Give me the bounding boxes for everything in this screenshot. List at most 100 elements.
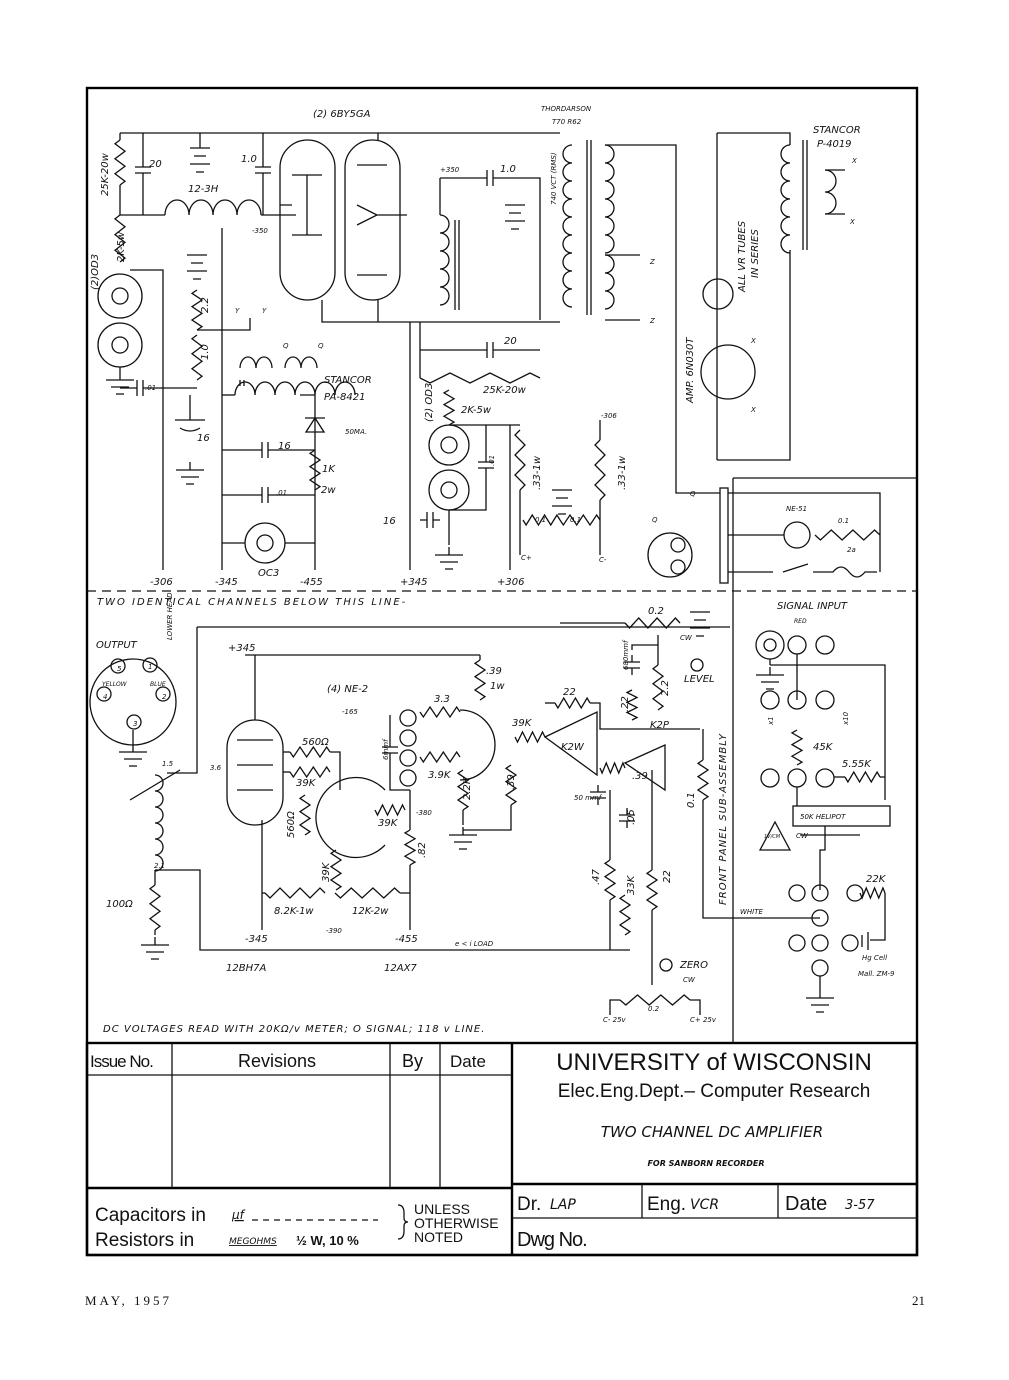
tube-label-12bh7a: 12BH7A [226, 963, 266, 974]
noted-text: NOTED [414, 1229, 463, 1245]
calibration-switch-contact [788, 934, 806, 952]
vr-tube-cathode [440, 436, 458, 454]
ground-symbol [449, 827, 477, 850]
engineer-label: Eng. [647, 1194, 686, 1215]
resistor [442, 389, 456, 426]
yellow-label: YELLOW [102, 681, 128, 688]
component-label: 22 [662, 870, 673, 883]
component-label: 1.5 [162, 760, 174, 768]
component-label: 1K [322, 464, 336, 475]
component-label: .05 [626, 809, 637, 825]
range-switch-contact [760, 690, 780, 710]
component-label: Q [283, 342, 289, 350]
resistor [559, 513, 601, 527]
component-label: ALL VR TUBES [737, 220, 748, 293]
component-label: 16 [278, 441, 291, 452]
lower-labels: OUTPUT LOWER HEAD YELLOW BLUE 5 1 4 2 3 … [96, 592, 895, 1035]
component-label: 45K [813, 742, 834, 753]
component-label: 39K [378, 818, 399, 829]
neon-lamp-ne2 [399, 749, 417, 767]
thordarson-model: T70 R62 [552, 118, 582, 126]
component-label: (2)OD3 [90, 254, 101, 290]
sensitivity-marker [758, 820, 792, 851]
component-label: 39K [296, 778, 317, 789]
zero-adjust-screw [659, 958, 673, 972]
wire [321, 300, 560, 323]
component-label: 39K [512, 718, 533, 729]
component-label: 1.0 [500, 164, 516, 175]
drawing-number-label: Dwg No. [517, 1229, 587, 1251]
component-label: .39 [506, 774, 517, 790]
resistor [814, 529, 881, 541]
vacuum-tube [279, 139, 336, 301]
transformer-core [454, 220, 460, 310]
resistor [419, 372, 541, 384]
department-name: Elec.Eng.Dept.– Computer Research [558, 1081, 871, 1102]
resistor [625, 689, 639, 721]
calibration-switch-contact [841, 934, 859, 952]
terminal [815, 635, 835, 655]
range-x10-label: x10 [842, 711, 850, 726]
component-label: 2w [321, 485, 336, 496]
component-label: 2.2 [200, 297, 211, 313]
inductor-coil [164, 199, 262, 216]
tube-label-6by5ga: (2) 6BY5GA [313, 109, 371, 120]
range-switch-contact [787, 690, 807, 710]
supply-label: -455 [300, 577, 323, 588]
connector-pin [155, 686, 171, 702]
stancor-model: P-4019 [817, 139, 852, 150]
component-label: 680mmf [622, 639, 630, 670]
component-label: 20 [149, 159, 162, 170]
fuse-and-switch [728, 563, 877, 578]
capacitor [619, 808, 635, 828]
ground-symbol [176, 462, 204, 485]
component-label: -380 [416, 809, 432, 817]
wire [605, 144, 677, 480]
component-label: -390 [326, 927, 342, 935]
range-switch-contact [787, 768, 807, 788]
wire [870, 893, 886, 941]
k2p-amplifier-symbol [623, 743, 666, 792]
inductor-coil [824, 169, 837, 215]
connector-pin [142, 657, 158, 673]
supply-label: -306 [150, 577, 173, 588]
component-label: 50 mmf [574, 794, 603, 802]
component-label: Q [652, 516, 658, 524]
k2p-amplifier-label: K2P [650, 720, 670, 731]
ground-symbol [141, 937, 169, 960]
stancor-pa-model: PA-8421 [324, 392, 365, 403]
wire [155, 869, 630, 951]
wire [819, 826, 826, 890]
component-label: 22 [563, 687, 576, 698]
resistor [403, 829, 417, 866]
range-x1-label: x1 [767, 716, 775, 726]
capacitor [478, 455, 494, 475]
component-label: NE-51 [786, 505, 807, 513]
resistor [514, 429, 526, 491]
capacitor [480, 170, 500, 186]
battery-symbol [187, 254, 207, 280]
drawing-subtitle: FOR SANBORN RECORDER [647, 1159, 764, 1168]
ac-plug [647, 532, 693, 578]
resistor [264, 887, 326, 899]
regulator-tube-6n030t [700, 344, 756, 400]
unless-text: UNLESS [414, 1201, 470, 1217]
otherwise-text: OTHERWISE [414, 1215, 499, 1231]
vacuum-tube [459, 709, 496, 781]
wire [590, 702, 700, 730]
component-label: 1.0 [241, 154, 257, 165]
title-block: Issue No. Revisions By Date UNIVERSITY o… [85, 1041, 919, 1257]
resistor [651, 664, 665, 711]
resistor [113, 139, 127, 186]
resistor [473, 659, 487, 701]
component-label: 20 [504, 336, 517, 347]
component-label: Y [262, 307, 267, 315]
resistors-spec: ½ W, 10 % [296, 1233, 359, 1248]
zero-control-label: ZERO [679, 960, 708, 971]
component-label: 16 [383, 516, 396, 527]
component-label: 3.9K [428, 770, 452, 781]
k2w-amplifier-label: K2W [561, 742, 585, 753]
connector-pin [126, 714, 142, 730]
ground-symbol [106, 372, 134, 395]
supply-label: +306 [497, 577, 524, 588]
